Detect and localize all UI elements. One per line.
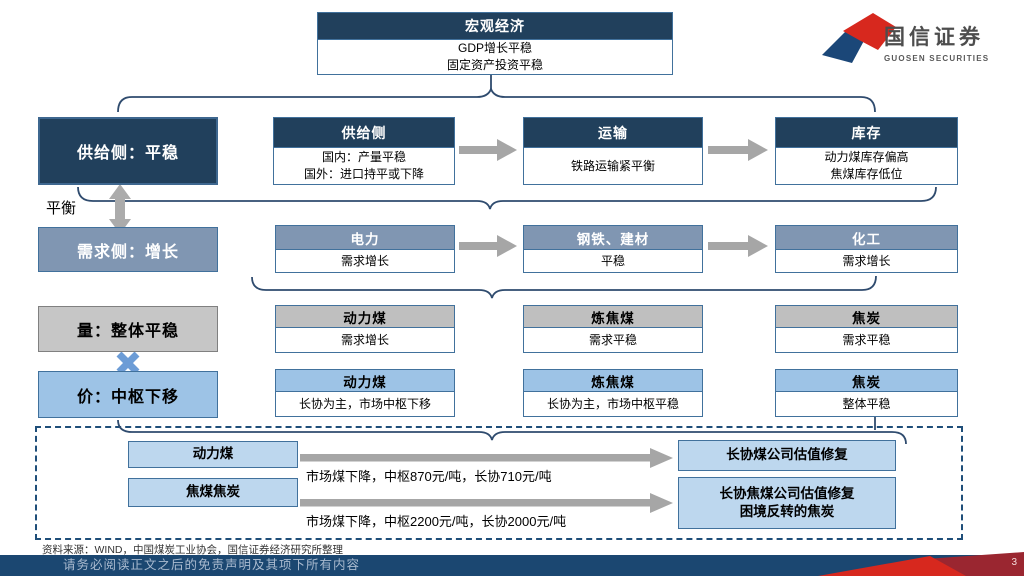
supply-box-3: 库存 动力煤库存偏高 焦煤库存低位	[775, 117, 958, 185]
price-box-3: 焦炭 整体平稳	[775, 369, 958, 417]
supply-box-3-line-1: 动力煤库存偏高	[824, 150, 909, 165]
conclusion-thermal-label-box: 动力煤	[128, 441, 298, 468]
demand-side-label-box: 需求侧：增长	[38, 227, 218, 272]
demand-box-2-line-1: 平稳	[600, 253, 625, 268]
source-note: 资料来源：WIND，中国煤炭工业协会，国信证券经济研究所整理	[42, 544, 343, 556]
logo-name-cn: 国信证券	[884, 26, 984, 49]
logo-text: 国信证券 GUOSEN SECURITIES	[884, 21, 989, 63]
supply-box-3-title: 库存	[776, 118, 957, 148]
arrow-demand-1-icon	[459, 235, 517, 257]
volume-box-2-title: 炼焦煤	[524, 306, 702, 328]
price-box-2-title: 炼焦煤	[524, 370, 702, 392]
demand-box-1-line-1: 需求增长	[340, 253, 389, 268]
supply-box-1: 供给侧 国内：产量平稳 国外：进口持平或下降	[273, 117, 455, 185]
demand-box-3: 化工 需求增长	[775, 225, 958, 273]
logo-name-en: GUOSEN SECURITIES	[884, 54, 990, 63]
volume-box-1-line-1: 需求增长	[340, 332, 389, 347]
conclusion-coking-result-line-1: 长协焦煤公司估值修复	[719, 485, 855, 501]
supply-box-1-title: 供给侧	[274, 118, 454, 148]
macro-line-2: 固定资产投资平稳	[446, 58, 543, 73]
balance-label: 平衡	[46, 200, 77, 217]
conclusion-thermal-result-box: 长协煤公司估值修复	[678, 440, 896, 471]
price-box-1: 动力煤 长协为主，市场中枢下移	[275, 369, 455, 417]
demand-box-2: 钢铁、建材 平稳	[523, 225, 703, 273]
volume-box-3-line-1: 需求平稳	[842, 332, 891, 347]
macro-economy-box: 宏观经济 GDP增长平稳 固定资产投资平稳	[317, 12, 673, 75]
volume-box-3: 焦炭 需求平稳	[775, 305, 958, 353]
demand-box-3-line-1: 需求增长	[842, 253, 891, 268]
conclusion-thermal-arrow-text: 市场煤下降，中枢870元/吨，长协710元/吨	[306, 469, 552, 484]
supply-box-3-line-2: 焦煤库存低位	[830, 167, 903, 181]
price-box-1-line-1: 长协为主，市场中枢下移	[298, 396, 431, 411]
conclusion-thermal-result-line-1: 长协煤公司估值修复	[726, 447, 848, 463]
supply-box-2-line-1: 铁路运输紧平衡	[570, 158, 655, 173]
connector-macro-to-supply-row	[117, 75, 876, 113]
price-box-3-line-1: 整体平稳	[842, 396, 891, 411]
price-box-1-title: 动力煤	[276, 370, 454, 392]
conclusion-coking-result-line-2: 困境反转的焦炭	[739, 504, 835, 519]
disclaimer-bar: 请务必阅读正文之后的免责声明及其项下所有内容	[0, 555, 1024, 576]
supply-box-2: 运输 铁路运输紧平衡	[523, 117, 703, 185]
conclusion-coking-result-box: 长协焦煤公司估值修复 困境反转的焦炭	[678, 477, 896, 529]
arrow-supply-2-icon	[708, 139, 768, 161]
macro-line-1: GDP增长平稳	[457, 41, 532, 56]
price-box-2-line-1: 长协为主，市场中枢平稳	[546, 396, 679, 411]
supply-side-label-box: 供给侧：平稳	[38, 117, 218, 185]
demand-box-1: 电力 需求增长	[275, 225, 455, 273]
x-mark-icon	[116, 351, 140, 375]
volume-box-1: 动力煤 需求增长	[275, 305, 455, 353]
volume-box-1-title: 动力煤	[276, 306, 454, 328]
conclusion-coking-label-box: 焦煤焦炭	[128, 478, 298, 507]
demand-box-3-title: 化工	[776, 226, 957, 250]
connector-supply-to-demand-row	[77, 186, 937, 210]
arrow-demand-2-icon	[708, 235, 768, 257]
demand-box-1-title: 电力	[276, 226, 454, 250]
volume-box-2: 炼焦煤 需求平稳	[523, 305, 703, 353]
supply-box-2-title: 运输	[524, 118, 702, 148]
disclaimer-text: 请务必阅读正文之后的免责声明及其项下所有内容	[63, 558, 361, 572]
supply-box-1-line-1: 国内：产量平稳	[321, 150, 406, 165]
macro-economy-title: 宏观经济	[318, 13, 672, 41]
volume-label-box: 量：整体平稳	[38, 306, 218, 352]
supply-box-1-line-2: 国外：进口持平或下降	[303, 167, 424, 181]
volume-box-3-title: 焦炭	[776, 306, 957, 328]
connector-demand-to-volume-row	[251, 275, 877, 299]
price-box-3-title: 焦炭	[776, 370, 957, 392]
price-label-box: 价：中枢下移	[38, 371, 218, 418]
arrow-supply-1-icon	[459, 139, 517, 161]
demand-box-2-title: 钢铁、建材	[524, 226, 702, 250]
volume-box-2-line-1: 需求平稳	[588, 332, 637, 347]
page-number: 3	[1011, 557, 1017, 568]
conclusion-coking-arrow-text: 市场煤下降，中枢2200元/吨，长协2000元/吨	[306, 514, 567, 529]
price-box-2: 炼焦煤 长协为主，市场中枢平稳	[523, 369, 703, 417]
